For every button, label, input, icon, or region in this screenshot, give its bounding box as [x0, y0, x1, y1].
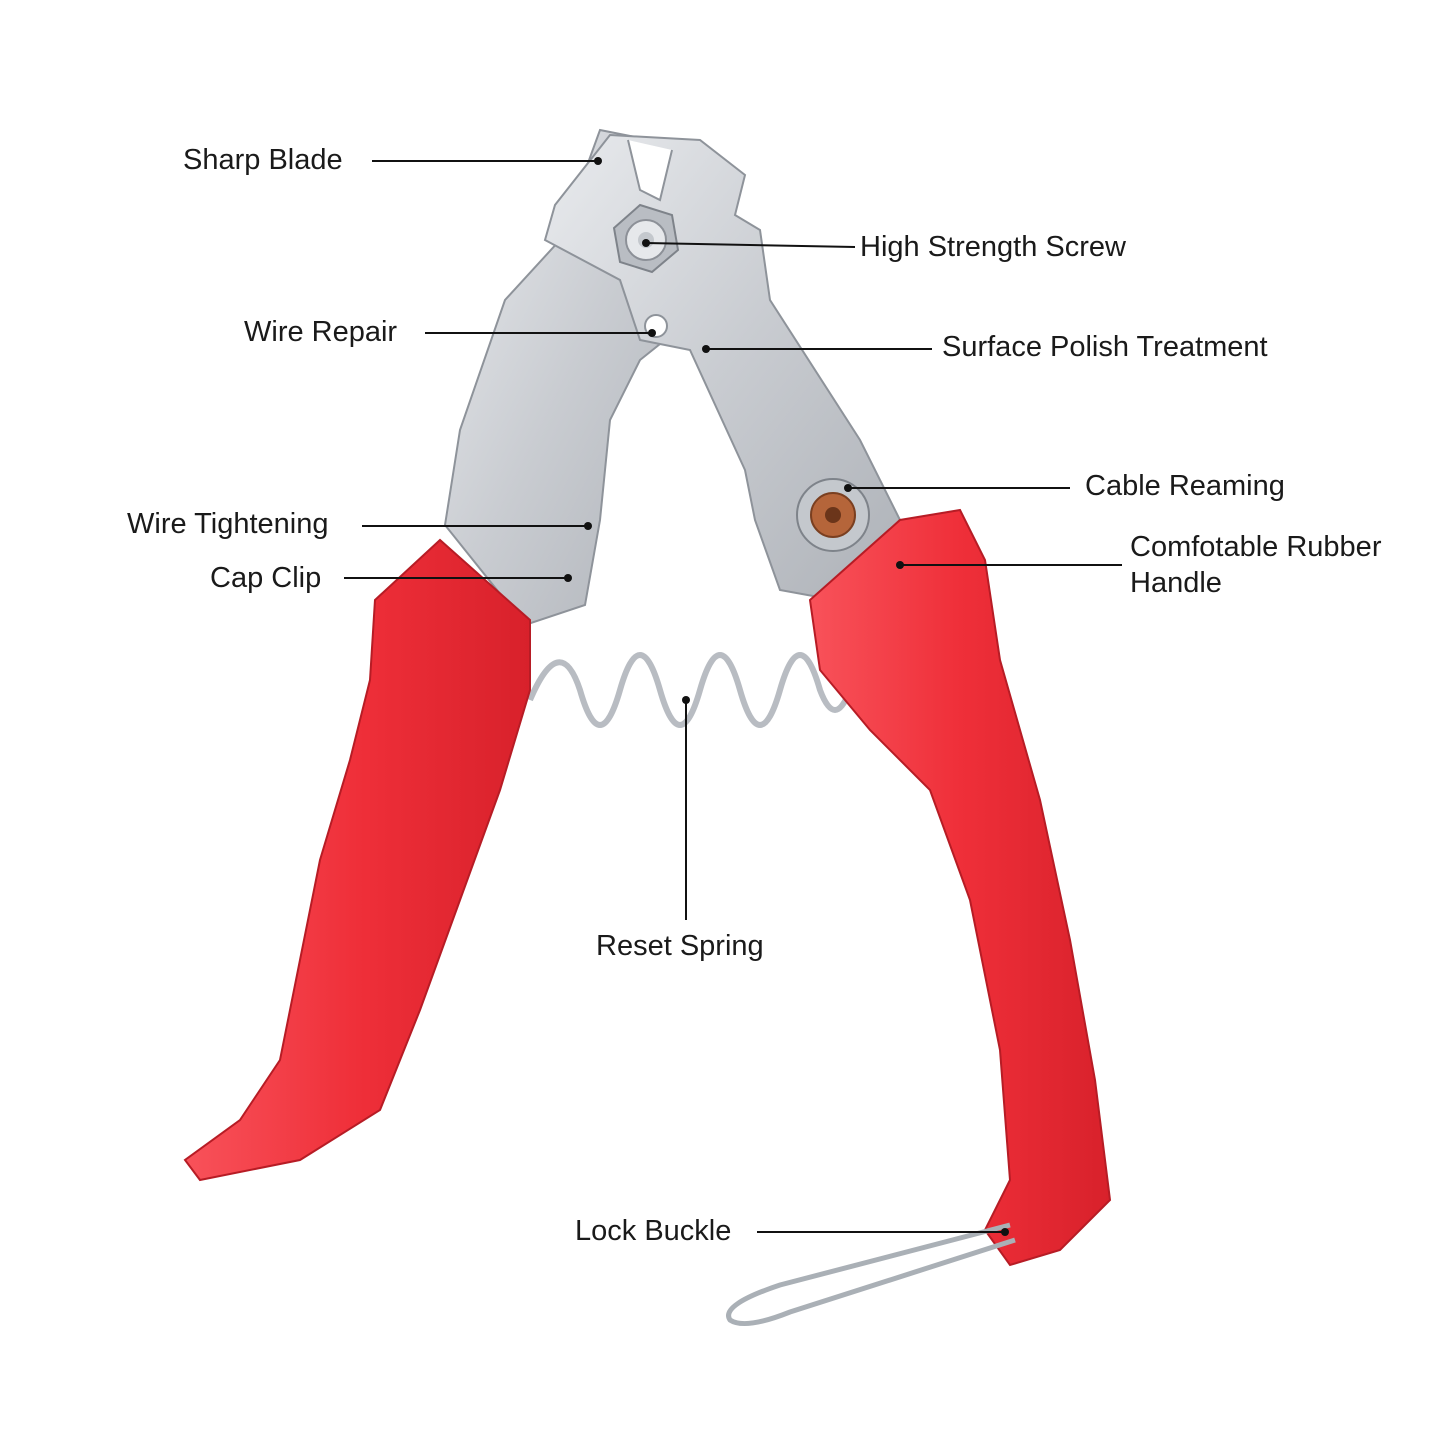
cable-reaming-pivot-icon: [796, 478, 870, 552]
label-rubber-handle-line2: Handle: [1130, 567, 1222, 599]
label-cable-reaming: Cable Reaming: [1085, 470, 1285, 502]
label-cap-clip: Cap Clip: [210, 562, 322, 594]
blade-notch: [627, 139, 673, 202]
label-wire-repair: Wire Repair: [244, 316, 398, 348]
label-sharp-blade: Sharp Blade: [183, 144, 343, 176]
right-red-handle: [808, 508, 1112, 1267]
label-reset-spring: Reset Spring: [596, 930, 764, 962]
reset-spring-coil: [527, 652, 853, 728]
label-surface-polish-treatment: Surface Polish Treatment: [942, 331, 1268, 363]
left-red-handle: [183, 538, 531, 1182]
leader-lines: [344, 157, 1122, 1236]
label-rubber-handle-line1: Comfotable Rubber: [1130, 531, 1382, 563]
label-lock-buckle: Lock Buckle: [575, 1215, 732, 1247]
label-high-strength-screw: High Strength Screw: [860, 231, 1126, 263]
label-wire-tightening: Wire Tightening: [127, 508, 329, 540]
lock-buckle-loop: [726, 1222, 1016, 1327]
